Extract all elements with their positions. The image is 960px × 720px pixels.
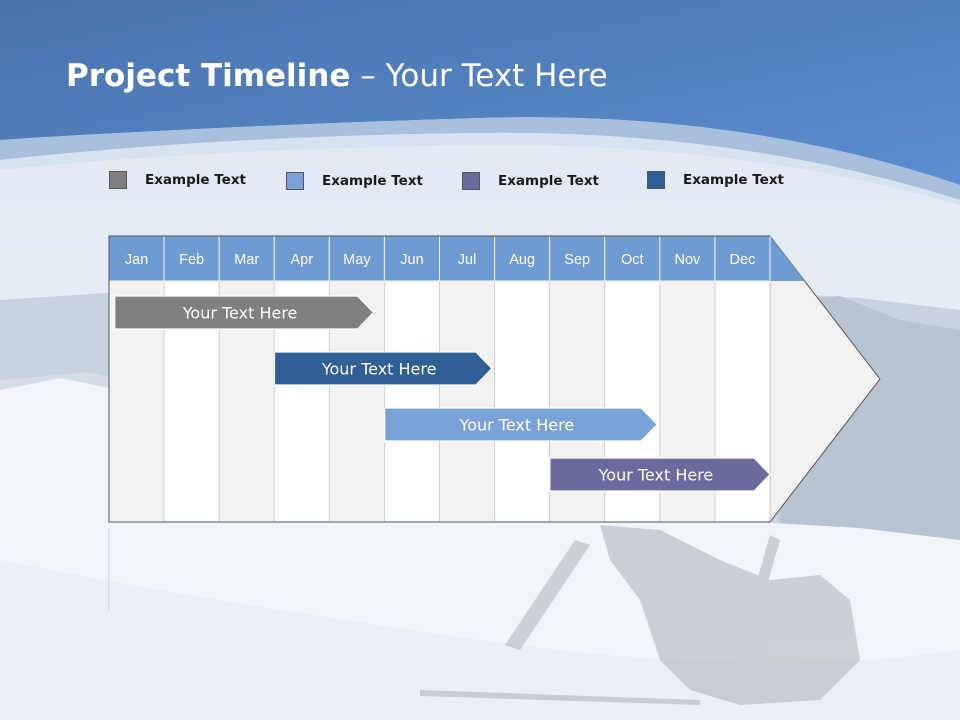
task-bar-4 — [549, 457, 771, 492]
legend-swatch-2 — [286, 172, 304, 190]
legend-label-4: Example Text — [683, 172, 784, 188]
task-bar-2 — [273, 351, 493, 386]
timeline-header-tip — [770, 236, 805, 281]
task-label-2: Your Text Here — [321, 360, 437, 379]
title-rest: – Your Text Here — [350, 58, 608, 94]
legend-label-2: Example Text — [322, 173, 423, 189]
month-label-aug: Aug — [509, 252, 535, 268]
month-label-apr: Apr — [291, 252, 314, 268]
month-header-apr — [273, 235, 330, 282]
title-bold: Project Timeline — [66, 58, 351, 94]
month-header-nov — [659, 235, 716, 282]
month-label-dec: Dec — [730, 252, 756, 268]
task-label-4: Your Text Here — [598, 466, 714, 485]
legend-item-3: Example Text — [462, 171, 599, 191]
month-header-aug — [494, 235, 551, 282]
month-header-jun — [383, 235, 440, 282]
task-bar-3 — [384, 407, 658, 442]
month-label-jan: Jan — [125, 252, 148, 268]
task-label-1: Your Text Here — [182, 304, 298, 323]
month-label-jun: Jun — [400, 252, 423, 268]
legend-item-2: Example Text — [286, 171, 423, 191]
month-label-sep: Sep — [564, 252, 590, 268]
month-header-mar — [218, 235, 275, 282]
legend-swatch-1 — [109, 171, 127, 189]
month-label-oct: Oct — [621, 252, 644, 268]
legend-label-1: Example Text — [145, 172, 246, 188]
legend-item-1: Example Text — [109, 170, 246, 190]
month-header-may — [328, 235, 385, 282]
month-column-aug — [494, 280, 551, 523]
legend-item-4: Example Text — [647, 170, 784, 190]
month-column-jun — [384, 280, 440, 523]
month-label-jul: Jul — [458, 252, 477, 268]
month-label-feb: Feb — [179, 252, 204, 268]
legend-label-3: Example Text — [498, 173, 599, 189]
month-label-may: May — [343, 252, 371, 268]
month-label-mar: Mar — [234, 252, 259, 268]
month-header-feb — [163, 235, 220, 282]
month-column-jul — [439, 280, 495, 523]
timeline-border — [108, 235, 770, 523]
month-label-nov: Nov — [674, 252, 701, 268]
page-title: Project Timeline – Your Text Here — [66, 58, 608, 94]
month-header-oct — [604, 235, 661, 282]
task-label-3: Your Text Here — [459, 416, 575, 435]
legend-swatch-4 — [647, 171, 665, 189]
month-header-dec — [714, 235, 771, 282]
task-bar-1 — [114, 295, 375, 330]
legend-swatch-3 — [462, 172, 480, 190]
